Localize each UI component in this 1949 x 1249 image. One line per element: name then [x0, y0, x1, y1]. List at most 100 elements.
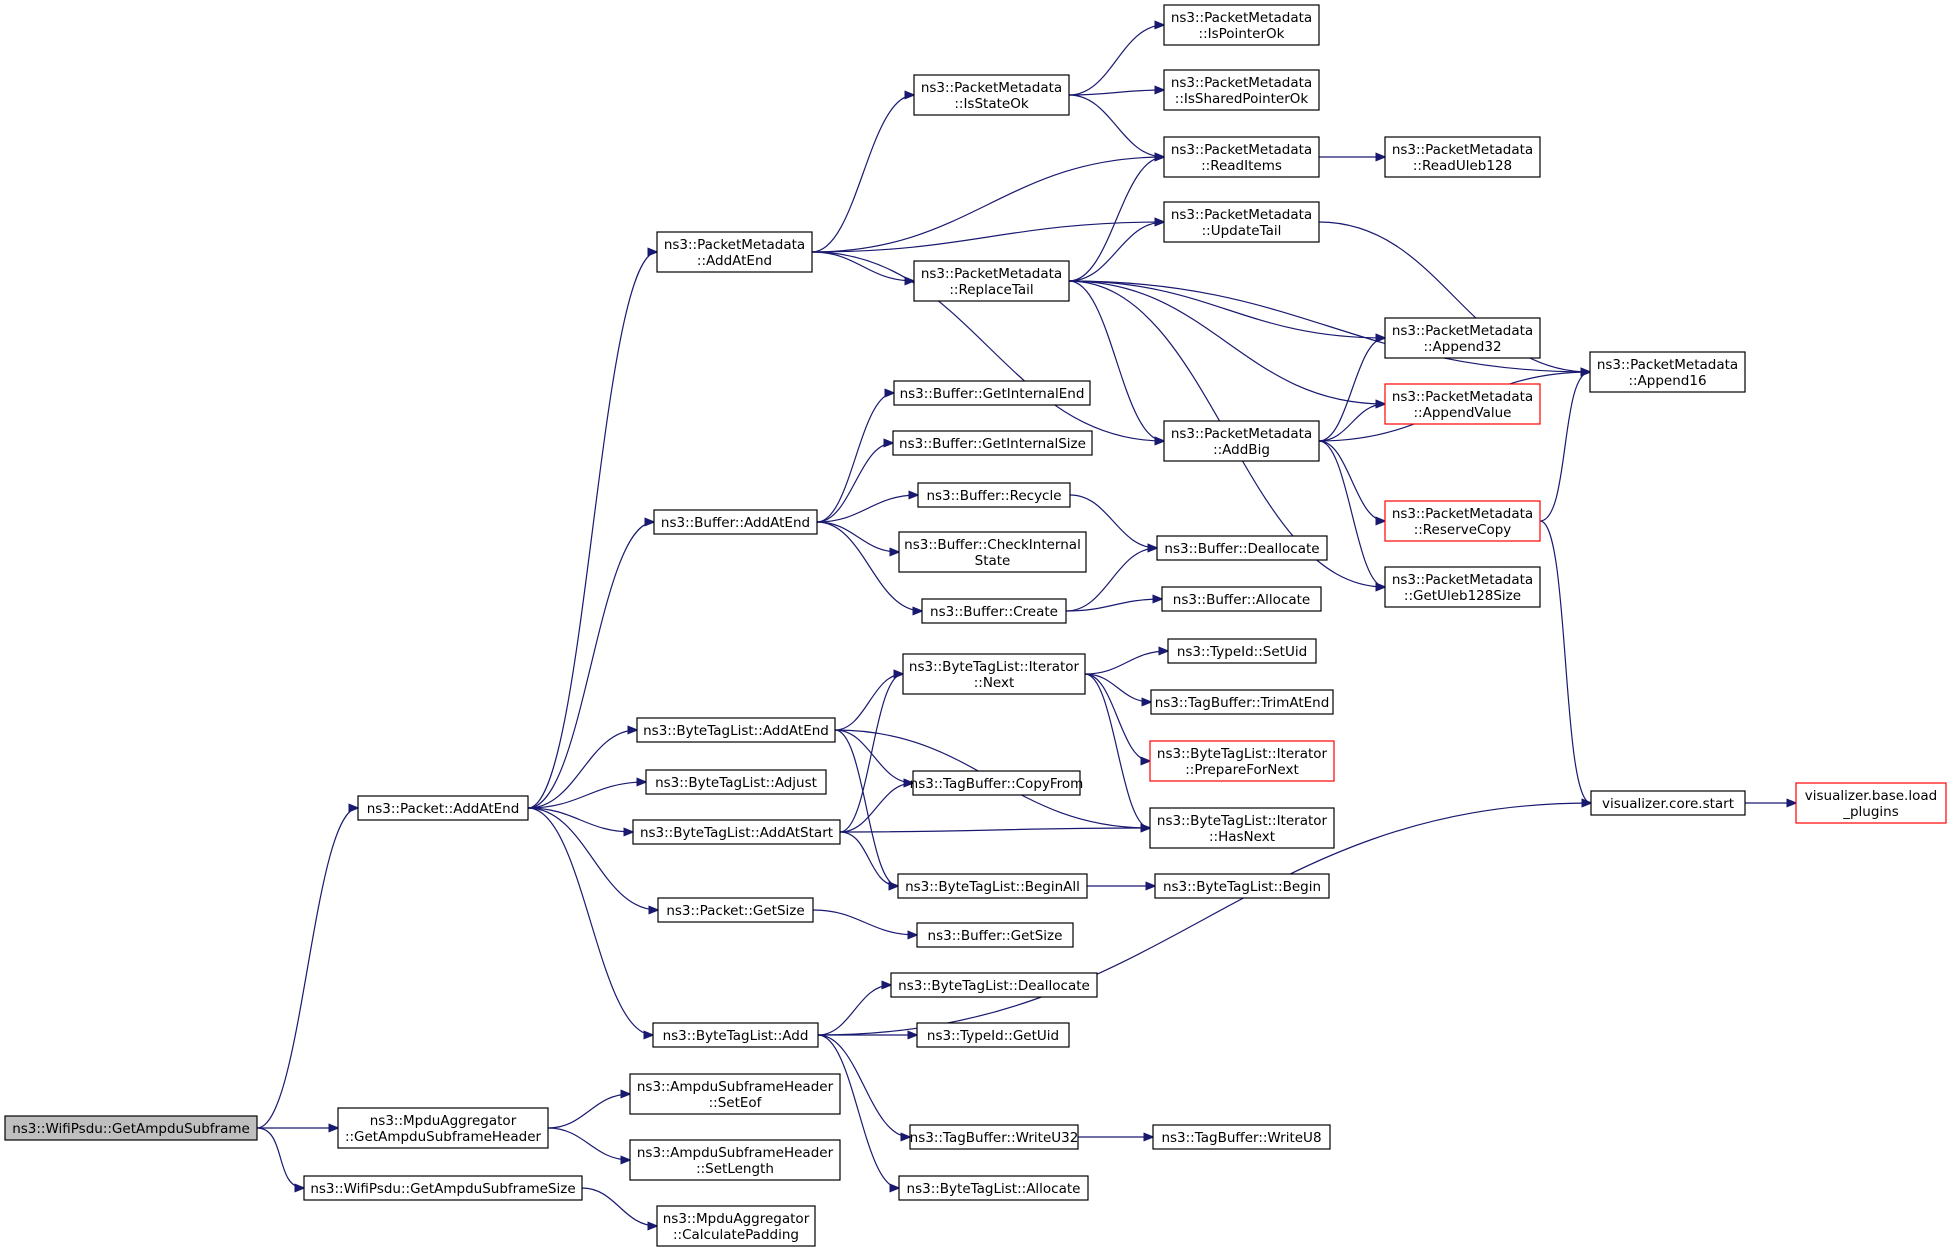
node-box[interactable]: [1163, 201, 1320, 243]
node-box[interactable]: [1161, 586, 1322, 612]
node-btl-adjust[interactable]: ns3::ByteTagList::Adjust: [645, 769, 827, 795]
node-box[interactable]: [913, 260, 1070, 302]
node-box[interactable]: [632, 819, 841, 845]
node-btl-addatstart[interactable]: ns3::ByteTagList::AddAtStart: [632, 819, 841, 845]
node-tagbuffer-trimatend[interactable]: ns3::TagBuffer::TrimAtEnd: [1150, 689, 1334, 715]
node-box[interactable]: [1163, 136, 1320, 178]
node-tagbuffer-writeu8[interactable]: ns3::TagBuffer::WriteU8: [1152, 1124, 1331, 1150]
node-buffer-addatend[interactable]: ns3::Buffer::AddAtEnd: [653, 509, 818, 535]
node-btl-iterator-preparefornext[interactable]: ns3::ByteTagList::Iterator::PrepareForNe…: [1149, 740, 1335, 782]
node-box[interactable]: [897, 873, 1088, 899]
node-buffer-getinternalend[interactable]: ns3::Buffer::GetInternalEnd: [893, 380, 1091, 406]
node-pm-issharedpointerok[interactable]: ns3::PacketMetadata::IsSharedPointerOk: [1163, 69, 1320, 111]
node-box[interactable]: [656, 231, 813, 273]
node-box[interactable]: [645, 769, 827, 795]
node-box[interactable]: [1167, 638, 1317, 664]
node-packet-getsize[interactable]: ns3::Packet::GetSize: [657, 897, 814, 923]
node-box[interactable]: [1163, 69, 1320, 111]
node-box[interactable]: [1154, 873, 1330, 899]
node-box[interactable]: [892, 430, 1093, 456]
node-box[interactable]: [656, 1205, 816, 1247]
node-wifipsdu-getampdusubframe[interactable]: ns3::WifiPsdu::GetAmpduSubframe: [4, 1115, 258, 1141]
node-btl-beginall[interactable]: ns3::ByteTagList::BeginAll: [897, 873, 1088, 899]
node-box[interactable]: [303, 1175, 583, 1201]
node-box[interactable]: [4, 1115, 258, 1141]
node-box[interactable]: [1152, 1124, 1331, 1150]
node-box[interactable]: [917, 482, 1071, 508]
node-typeid-setuid[interactable]: ns3::TypeId::SetUid: [1167, 638, 1317, 664]
node-wifipsdu-getampdusubframesize[interactable]: ns3::WifiPsdu::GetAmpduSubframeSize: [303, 1175, 583, 1201]
node-box[interactable]: [1384, 566, 1541, 608]
node-btl-iterator-hasnext[interactable]: ns3::ByteTagList::Iterator::HasNext: [1149, 807, 1335, 849]
node-box[interactable]: [652, 1022, 819, 1048]
node-buffer-create[interactable]: ns3::Buffer::Create: [921, 598, 1067, 624]
node-btl-add[interactable]: ns3::ByteTagList::Add: [652, 1022, 819, 1048]
node-btl-allocate[interactable]: ns3::ByteTagList::Allocate: [898, 1175, 1089, 1201]
node-visualizer-core-start[interactable]: visualizer.core.start: [1590, 790, 1746, 816]
node-box[interactable]: [657, 897, 814, 923]
node-box[interactable]: [912, 770, 1081, 796]
node-box[interactable]: [629, 1139, 841, 1181]
node-box[interactable]: [893, 380, 1091, 406]
node-box[interactable]: [913, 74, 1070, 116]
node-mpduagg-getampdusubframeheader[interactable]: ns3::MpduAggregator::GetAmpduSubframeHea…: [337, 1107, 549, 1149]
node-box[interactable]: [1384, 136, 1541, 178]
node-btl-iterator-next[interactable]: ns3::ByteTagList::Iterator::Next: [902, 653, 1086, 695]
node-box[interactable]: [1156, 535, 1328, 561]
node-buffer-allocate[interactable]: ns3::Buffer::Allocate: [1161, 586, 1322, 612]
node-box[interactable]: [636, 717, 836, 743]
node-tagbuffer-copyfrom[interactable]: ns3::TagBuffer::CopyFrom: [910, 770, 1084, 796]
node-box[interactable]: [909, 1124, 1079, 1150]
node-packet-addatend[interactable]: ns3::Packet::AddAtEnd: [357, 795, 529, 821]
node-pm-addatend[interactable]: ns3::PacketMetadata::AddAtEnd: [656, 231, 813, 273]
node-box[interactable]: [1795, 782, 1947, 824]
node-tagbuffer-writeu32[interactable]: ns3::TagBuffer::WriteU32: [909, 1124, 1079, 1150]
node-visualizer-base-load-plugins[interactable]: visualizer.base.load_plugins: [1795, 782, 1947, 824]
node-box[interactable]: [629, 1073, 841, 1115]
node-mpduagg-calculatepadding[interactable]: ns3::MpduAggregator::CalculatePadding: [656, 1205, 816, 1247]
node-box[interactable]: [916, 922, 1074, 948]
node-box[interactable]: [916, 1022, 1070, 1048]
node-box[interactable]: [890, 972, 1098, 998]
node-typeid-getuid[interactable]: ns3::TypeId::GetUid: [916, 1022, 1070, 1048]
node-buffer-deallocate[interactable]: ns3::Buffer::Deallocate: [1156, 535, 1328, 561]
node-pm-isstateok[interactable]: ns3::PacketMetadata::IsStateOk: [913, 74, 1070, 116]
node-box[interactable]: [1590, 790, 1746, 816]
node-pm-ispointerok[interactable]: ns3::PacketMetadata::IsPointerOk: [1163, 4, 1320, 46]
node-btl-begin[interactable]: ns3::ByteTagList::Begin: [1154, 873, 1330, 899]
node-box[interactable]: [1384, 500, 1541, 542]
node-btl-addatend[interactable]: ns3::ByteTagList::AddAtEnd: [636, 717, 836, 743]
node-pm-replacetail[interactable]: ns3::PacketMetadata::ReplaceTail: [913, 260, 1070, 302]
node-box[interactable]: [1384, 317, 1541, 359]
node-pm-append32[interactable]: ns3::PacketMetadata::Append32: [1384, 317, 1541, 359]
node-box[interactable]: [357, 795, 529, 821]
node-pm-reservecopy[interactable]: ns3::PacketMetadata::ReserveCopy: [1384, 500, 1541, 542]
node-box[interactable]: [337, 1107, 549, 1149]
node-pm-updatetail[interactable]: ns3::PacketMetadata::UpdateTail: [1163, 201, 1320, 243]
node-btl-deallocate[interactable]: ns3::ByteTagList::Deallocate: [890, 972, 1098, 998]
node-box[interactable]: [902, 653, 1086, 695]
node-pm-readitems[interactable]: ns3::PacketMetadata::ReadItems: [1163, 136, 1320, 178]
node-buffer-getinternalsize[interactable]: ns3::Buffer::GetInternalSize: [892, 430, 1093, 456]
node-box[interactable]: [921, 598, 1067, 624]
node-box[interactable]: [898, 1175, 1089, 1201]
node-buffer-getsize[interactable]: ns3::Buffer::GetSize: [916, 922, 1074, 948]
node-pm-readuleb128[interactable]: ns3::PacketMetadata::ReadUleb128: [1384, 136, 1541, 178]
node-box[interactable]: [1163, 420, 1320, 462]
node-pm-getuleb128size[interactable]: ns3::PacketMetadata::GetUleb128Size: [1384, 566, 1541, 608]
node-box[interactable]: [1149, 807, 1335, 849]
node-pm-append16[interactable]: ns3::PacketMetadata::Append16: [1589, 351, 1746, 393]
node-buffer-recycle[interactable]: ns3::Buffer::Recycle: [917, 482, 1071, 508]
node-box[interactable]: [898, 531, 1087, 573]
node-pm-appendvalue[interactable]: ns3::PacketMetadata::AppendValue: [1384, 383, 1541, 425]
node-box[interactable]: [1163, 4, 1320, 46]
node-pm-addbig[interactable]: ns3::PacketMetadata::AddBig: [1163, 420, 1320, 462]
node-box[interactable]: [1384, 383, 1541, 425]
node-box[interactable]: [1589, 351, 1746, 393]
node-box[interactable]: [1150, 689, 1334, 715]
node-box[interactable]: [653, 509, 818, 535]
node-box[interactable]: [1149, 740, 1335, 782]
node-ash-seteof[interactable]: ns3::AmpduSubframeHeader::SetEof: [629, 1073, 841, 1115]
node-ash-setlength[interactable]: ns3::AmpduSubframeHeader::SetLength: [629, 1139, 841, 1181]
